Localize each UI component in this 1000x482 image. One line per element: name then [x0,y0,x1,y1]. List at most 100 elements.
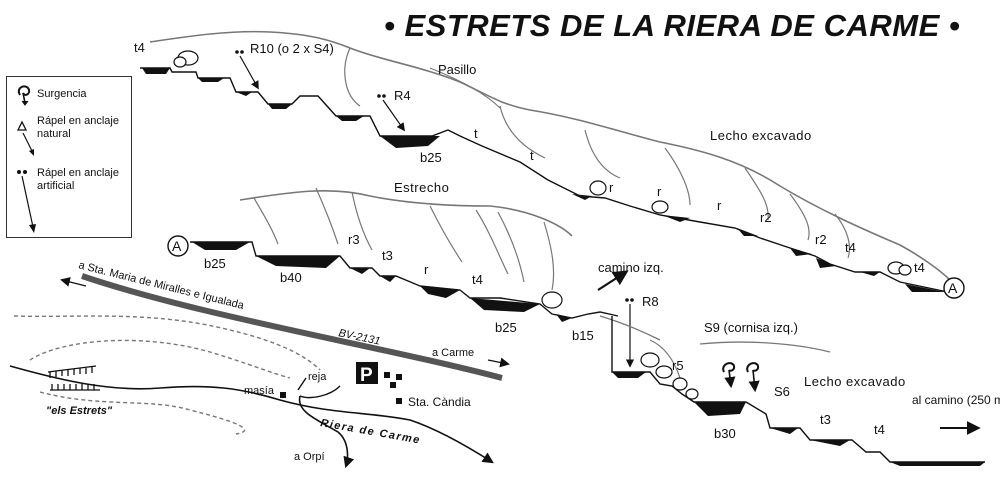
pool [770,428,798,434]
boulder-icon [640,352,699,400]
label-a-carme: a Carme [432,347,474,359]
label-parking: P [360,365,373,386]
upper-floor-line [140,67,949,293]
middle-profile [167,187,635,368]
upper-wall-line [499,105,546,159]
label-r-c: r [717,198,722,213]
estrets-hatch [47,365,100,391]
road-left-arrow [60,277,87,287]
label-r5: r5 [672,358,684,373]
label-r10: R10 (o 2 x S4) [250,41,334,56]
label-lecho-upper: Lecho excavado [710,128,812,143]
pool [142,68,170,74]
riera-line [9,365,494,464]
marker-a-start [167,235,189,257]
pool [905,284,945,292]
rapel-artificial-icon [625,298,635,368]
label-marker-a-end: A [948,280,958,296]
middle-wall-line [239,190,573,237]
legend-box: Surgencia Rápel en anclaje natural Rápel… [6,76,132,238]
label-r-b: r [657,184,662,199]
upper-wall-line [429,67,501,109]
label-t4-a: t4 [845,240,856,255]
road-orpi [298,395,355,469]
diagram-title: • ESTRETS DE LA RIERA DE CARME • [384,8,961,43]
label-r-mid: r [424,262,429,277]
a-carme-arrow [487,357,510,368]
middle-wall-line [497,211,525,283]
legend-symbols [16,85,36,233]
label-lecho-lower: Lecho excavado [804,374,906,389]
legend-surgencia-label: Surgencia [37,88,87,100]
pool [350,268,370,274]
marker-a-end [943,277,965,299]
label-t4-start: t4 [134,40,145,55]
pool [860,272,880,276]
label-a-orpi: a Orpí [294,451,325,463]
surgencia-icon [17,85,31,106]
label-s6: S6 [774,384,790,399]
label-r-a: r [609,180,614,195]
label-reja: reja [308,371,327,383]
label-b15: b15 [572,328,594,343]
s9-wall-line [699,341,831,353]
surgencia-icon [722,362,736,389]
pool [380,136,440,148]
label-b25: b25 [420,150,442,165]
pool [420,286,460,298]
surgencia-icon [746,362,760,393]
masia-square [280,392,286,398]
label-b30: b30 [714,426,736,441]
pool [816,258,836,268]
middle-wall-line [351,191,373,251]
building-square [384,372,390,378]
label-r2-b: r2 [815,232,827,247]
camino-izq-arrow [597,270,629,291]
road-bv2131 [81,273,503,381]
pool [336,116,364,121]
boulder-icon [173,50,912,276]
upper-wall-line [584,129,621,179]
label-road-top: a Sta. Maria de Miralles e Igualada [77,259,246,312]
label-t4-mid: t4 [472,272,483,287]
label-s9: S9 (cornisa izq.) [704,320,798,335]
pool [890,462,985,466]
pool [694,402,746,416]
pool [256,256,340,268]
building-square [396,398,402,404]
rapel-artificial-icon [377,94,405,132]
label-r8: R8 [642,294,659,309]
label-r3: r3 [348,232,360,247]
rapel-natural-icon [16,120,34,156]
upper-wall-line [149,30,951,281]
lower-floor-line [611,316,985,463]
label-estrecho: Estrecho [394,180,449,195]
building-square [396,374,402,380]
pool [737,228,758,236]
label-riera: Riera de Carme [319,417,421,446]
upper-wall-line [664,147,691,206]
pool [810,440,850,446]
road-link [299,385,341,399]
lower-profile [599,315,985,466]
upper-wall-line [834,213,851,259]
dashed-track [13,315,321,371]
pool [790,248,812,256]
middle-wall-line [543,221,555,291]
label-t3-lower: t3 [820,412,831,427]
pool [572,194,592,200]
label-t-a: t [474,126,478,141]
middle-wall-line [429,205,463,263]
pool [662,215,690,222]
label-al-camino: al camino (250 m) [912,393,1000,407]
label-t3: t3 [382,248,393,263]
boulder-icon [541,291,563,309]
upper-wall-line [344,47,361,107]
parking-icon [356,362,378,384]
label-masia: masía [244,385,275,397]
lower-wall-line [599,315,661,341]
middle-wall-line [475,209,509,275]
label-r4: R4 [394,88,411,103]
